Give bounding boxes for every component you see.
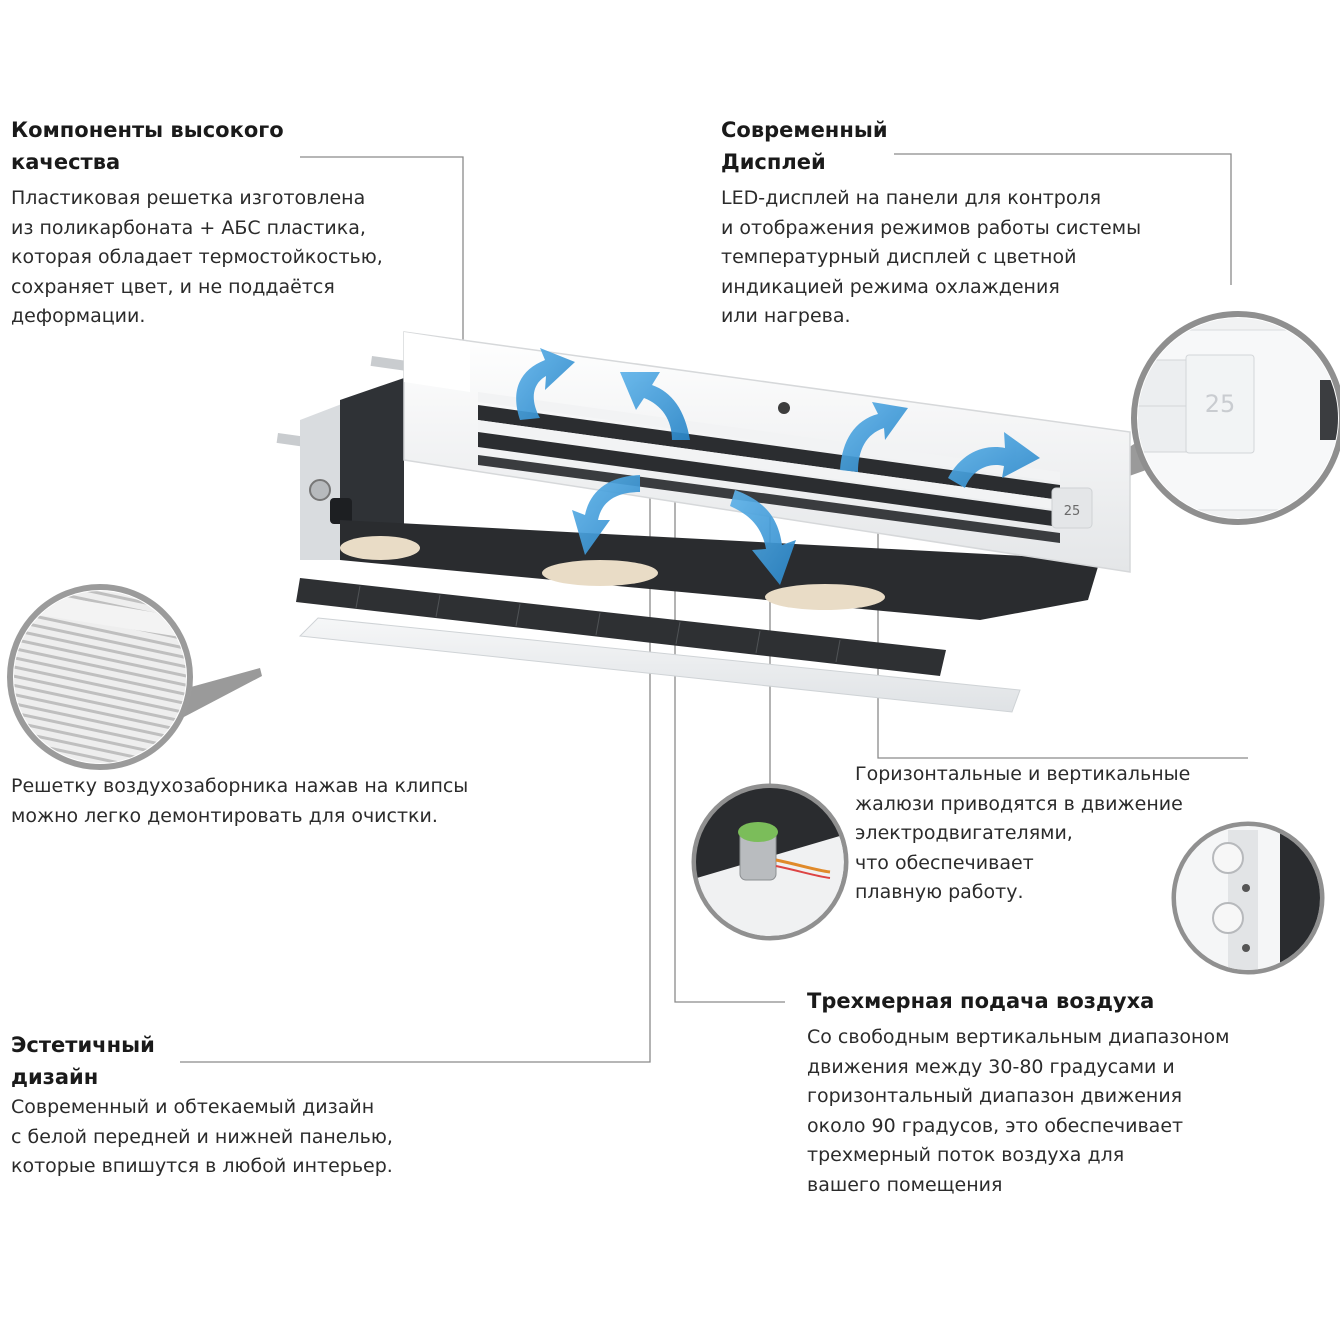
feature-display-title: Современный Дисплей xyxy=(721,118,888,174)
feature-airflow: Трехмерная подача воздуха Со свободным в… xyxy=(807,985,1229,1200)
feature-design-description: Современный и обтекаемый дизайн с белой … xyxy=(11,1096,393,1177)
airflow-arrow-icon xyxy=(730,490,796,585)
unit-display-readout: 25 xyxy=(1064,504,1081,519)
feature-quality-title: Компоненты высокого качества xyxy=(11,118,284,174)
airflow-arrow-icon xyxy=(516,348,575,420)
airflow-arrow-icon xyxy=(620,372,690,440)
callout-lines xyxy=(180,153,1248,1063)
zoom-motor xyxy=(691,783,849,941)
feature-louvers-description: Горизонтальные и вертикальные жалюзи при… xyxy=(855,763,1191,903)
airflow-arrows xyxy=(516,348,1040,585)
callout-line-airflow xyxy=(674,480,785,1003)
zoom-display-readout: 25 xyxy=(1205,390,1236,418)
feature-airflow-title: Трехмерная подача воздуха xyxy=(807,989,1155,1013)
feature-design: Эстетичный дизайн Современный и обтекаем… xyxy=(11,1029,393,1182)
zoom-display: 25 xyxy=(1131,311,1340,525)
feature-display-description: LED-дисплей на панели для контроля и ото… xyxy=(721,187,1142,327)
feature-quality-description: Пластиковая решетка изготовлена из полик… xyxy=(11,187,383,327)
feature-grille-description: Решетку воздухозаборника нажав на клипсы… xyxy=(11,775,469,827)
airflow-arrow-icon xyxy=(572,475,640,555)
feature-louvers: Горизонтальные и вертикальные жалюзи при… xyxy=(855,760,1190,908)
airflow-arrow-icon xyxy=(840,402,908,472)
air-conditioner-unit: 25 xyxy=(276,331,1131,713)
callout-line-display xyxy=(894,153,1232,285)
feature-grille: Решетку воздухозаборника нажав на клипсы… xyxy=(11,772,468,831)
feature-display: Современный Дисплей LED-дисплей на панел… xyxy=(721,114,1141,332)
zoom-motors xyxy=(1171,821,1325,975)
zoom-grille xyxy=(7,584,193,770)
feature-quality: Компоненты высокого качества Пластиковая… xyxy=(11,114,383,332)
feature-design-title: Эстетичный дизайн xyxy=(11,1033,155,1089)
zoom-cone-grille xyxy=(180,668,262,718)
feature-airflow-description: Со свободным вертикальным диапазоном дви… xyxy=(807,1026,1230,1196)
airflow-arrow-icon xyxy=(948,432,1040,488)
callout-line-quality xyxy=(300,156,464,392)
